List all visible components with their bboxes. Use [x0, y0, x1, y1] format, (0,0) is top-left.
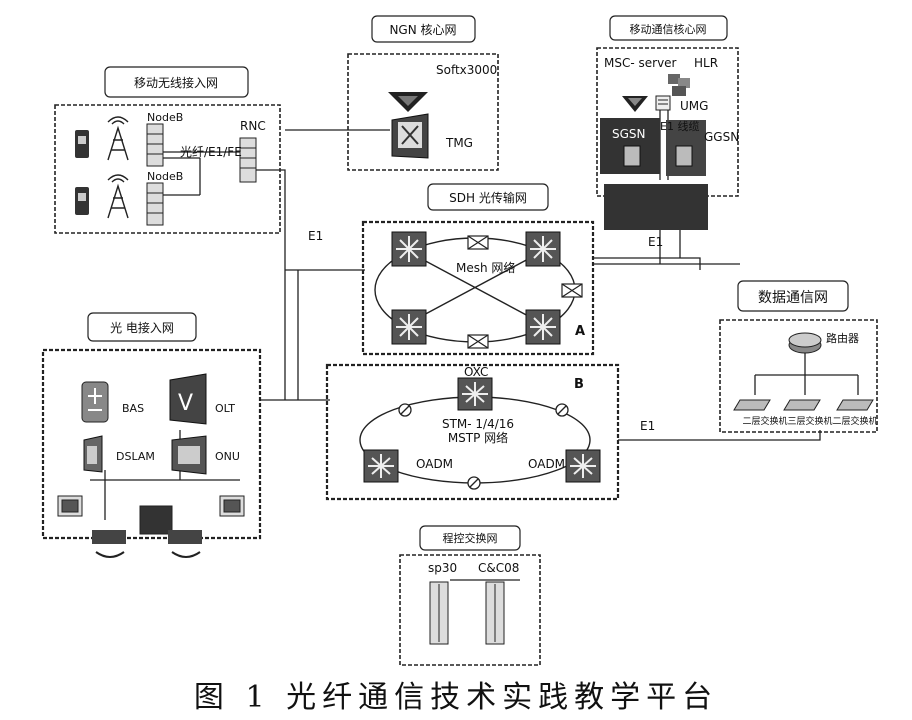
cc08-icon: [485, 581, 505, 645]
oxc-label: OXC: [464, 365, 488, 379]
mobile-core-box: [596, 47, 739, 197]
dslam-label: DSLAM: [116, 450, 155, 463]
hlr-label: HLR: [694, 56, 718, 70]
tmg-icon: [391, 113, 429, 159]
onu-label: ONU: [215, 450, 240, 463]
mobile-access-title-box: [104, 66, 249, 98]
ring-node-icons: [398, 403, 569, 490]
computer-icons: [57, 495, 245, 535]
sdh-title: SDH 光传输网: [449, 190, 527, 205]
mstp-label: MSTP 网络: [448, 430, 508, 445]
e1-right-label: E1: [640, 419, 655, 433]
olt-label: OLT: [215, 402, 235, 415]
bas-label: BAS: [122, 402, 144, 415]
mobile-access-box: [54, 104, 281, 234]
mesh-network-label: Mesh 网络: [456, 260, 515, 275]
tmg-label: TMG: [445, 136, 473, 150]
data-net-title-box: [737, 280, 849, 312]
e1-left-label: E1: [308, 229, 323, 243]
connection-lines: [90, 105, 859, 581]
e1-line-label: E1 线缆: [660, 119, 699, 133]
oadm-right-label: OADM: [528, 457, 565, 471]
sgsn-server-icon: [623, 145, 641, 167]
mobile-core-title-box: [609, 15, 728, 41]
softx-icon: [388, 92, 428, 112]
mobile-core-title: 移动通信核心网: [630, 22, 707, 36]
telephone-icons: [92, 530, 202, 558]
data-net-box: [719, 319, 878, 433]
pstn-title: 程控交换网: [443, 531, 498, 545]
pstn-title-box: [419, 525, 521, 551]
figure-caption: 图 1 光纤通信技术实践教学平台: [193, 680, 719, 715]
access-title-box: [87, 312, 197, 342]
e1-mid-label: E1: [648, 235, 663, 249]
stm-label: STM- 1/4/16: [442, 417, 514, 431]
l2-switches-label: 二层交换机三层交换机二层交换机: [742, 415, 877, 427]
ngn-title-box: [371, 15, 476, 43]
onu-icon: [171, 435, 207, 475]
msc-server-icon: [622, 96, 648, 112]
ggsn-server-icon: [675, 145, 693, 167]
access-box: [41, 348, 262, 540]
sp30-label: sp30: [428, 561, 457, 575]
link-connector-icons: [467, 235, 583, 349]
phone-icons: [75, 130, 89, 215]
router-icon: [788, 332, 822, 354]
svg-text:V: V: [178, 391, 193, 416]
mstp-box: [325, 363, 620, 501]
data-net-title: 数据通信网: [758, 290, 828, 306]
cc08-label: C&C08: [478, 561, 519, 575]
msc-server-label: MSC- server: [604, 56, 677, 70]
ngn-title: NGN 核心网: [389, 23, 456, 37]
mobile-access-title: 移动无线接入网: [134, 75, 218, 90]
nodeb-label-2: NodeB: [147, 170, 183, 183]
mobile-core-dark-block: [604, 184, 708, 230]
switch-icons: [733, 399, 874, 411]
umg-label: UMG: [680, 99, 708, 113]
hlr-icon: [668, 74, 690, 96]
softx-label: Softx3000: [436, 63, 497, 77]
router-label: 路由器: [826, 331, 859, 345]
ggsn-label: GGSN: [704, 130, 739, 144]
rnc-icon: [239, 137, 257, 183]
sgsn-label: SGSN: [612, 127, 646, 141]
pstn-box: [399, 554, 541, 666]
nodeb-label-1: NodeB: [147, 111, 183, 124]
bas-icon: [81, 381, 109, 423]
access-title: 光 电接入网: [110, 320, 174, 335]
dslam-icon: [83, 435, 103, 473]
nodeb-icons: [146, 123, 164, 226]
sdh-box: [361, 220, 595, 356]
sp30-icon: [429, 581, 449, 645]
fiber-link-label: 光纤/E1/FE: [180, 145, 242, 159]
tower-icons: [107, 116, 129, 219]
olt-icon: V: [169, 373, 207, 425]
sdh-node-icons: [363, 231, 601, 483]
ngn-core-box: [347, 53, 499, 171]
ring-a-label: A: [575, 324, 585, 339]
sdh-title-box: [427, 183, 549, 211]
umg-icon: [655, 95, 671, 111]
oadm-left-label: OADM: [416, 457, 453, 471]
rnc-label: RNC: [240, 119, 266, 133]
ring-b-label: B: [574, 377, 584, 392]
